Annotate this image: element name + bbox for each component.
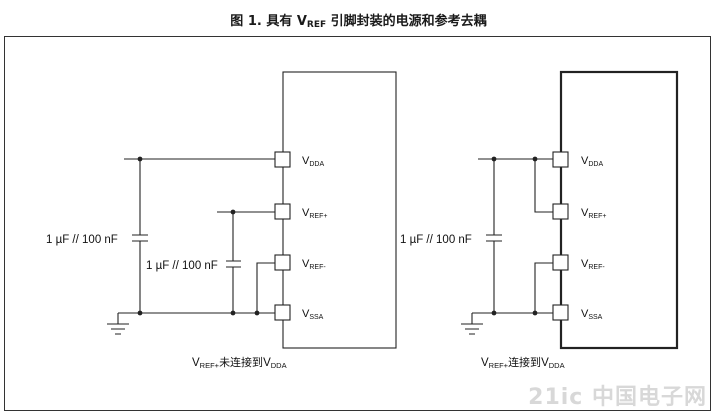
left-pin-vrefp — [274, 203, 291, 220]
right-label-vrefp: VREF+ — [581, 207, 606, 220]
right-pin-vrefm — [552, 254, 569, 271]
right-cap-label: 1 µF // 100 nF — [400, 234, 472, 246]
right-caption: VREF+连接到VDDA — [481, 356, 565, 370]
left-junction-cap1-gnd — [137, 310, 143, 316]
left-junction-vdda — [137, 156, 143, 162]
right-pin-vssa — [552, 304, 569, 321]
left-chip-body — [282, 71, 397, 349]
right-junction-cap-gnd — [491, 310, 497, 316]
left-cap1-plates — [132, 234, 148, 242]
title-prefix: 图 1. 具有 V — [230, 14, 307, 29]
left-label-vrefp: VREF+ — [302, 207, 327, 220]
left-pin-vrefm — [274, 254, 291, 271]
right-junction-vrefp-tie — [532, 156, 538, 162]
left-caption: VREF+未连接到VDDA — [192, 356, 287, 370]
left-cap1-label: 1 µF // 100 nF — [46, 234, 118, 246]
left-cap2-plates — [226, 260, 241, 268]
left-junction-cap2-gnd — [230, 310, 236, 316]
right-pin-vrefp — [552, 203, 569, 220]
left-junction-vrefm-gnd — [254, 310, 260, 316]
left-label-vrefm: VREF- — [302, 258, 326, 271]
right-junction-vrefm-tie — [532, 310, 538, 316]
left-vrefm-wire — [256, 262, 275, 313]
watermark-logo: 21ic 中国电子网 — [528, 385, 707, 410]
left-label-vdda: VDDA — [302, 155, 324, 168]
left-label-vssa: VSSA — [302, 308, 324, 321]
right-vrefp-tie — [534, 159, 553, 213]
right-label-vssa: VSSA — [581, 308, 603, 321]
right-chip-body — [559, 70, 679, 350]
right-pin-vdda — [552, 151, 569, 168]
right-label-vdda: VDDA — [581, 155, 603, 168]
right-vrefm-tie — [534, 262, 553, 313]
left-junction-vrefp — [230, 209, 236, 215]
figure-frame — [4, 36, 711, 411]
figure-title: 图 1. 具有 VREF 引脚封装的电源和参考去耦 — [0, 10, 717, 30]
left-pin-vdda — [274, 151, 291, 168]
right-label-vrefm: VREF- — [581, 258, 605, 271]
right-cap-plates — [486, 234, 502, 242]
left-ground-icon — [107, 323, 129, 335]
left-cap2-label: 1 µF // 100 nF — [146, 260, 218, 272]
title-sub: REF — [306, 20, 327, 30]
title-suffix: 引脚封装的电源和参考去耦 — [326, 14, 487, 29]
left-pin-vssa — [274, 304, 291, 321]
right-junction-vdda — [491, 156, 497, 162]
right-ground-icon — [461, 323, 483, 335]
